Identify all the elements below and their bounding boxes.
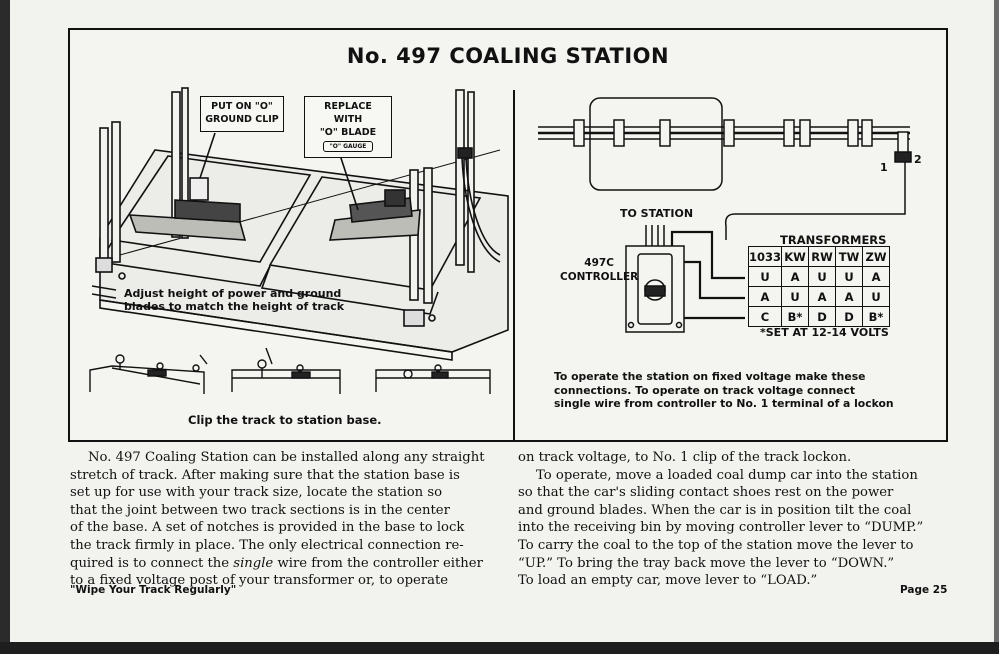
col-tw: TW [835,246,864,267]
gauge-tag: "O" GAUGE [322,141,374,152]
col-rw: RW [808,246,837,267]
adjust-height-note: Adjust height of power and ground blades… [124,287,344,313]
page-number: Page 25 [900,584,948,596]
blade-callout-line2: "O" BLADE [319,127,377,138]
footer-slogan: "Wipe Your Track Regularly" [70,584,237,596]
blade-callout-line1: REPLACE WITH [324,101,372,125]
instructions-line2: connections. To operate on track voltage… [554,383,856,397]
to-station-label: TO STATION [620,207,694,220]
col-zw: ZW [862,246,891,267]
body-span: quired is to connect the [70,555,230,571]
instructions-line1: To operate the station on fixed voltage … [554,370,866,383]
body-span: wire from the controller either [277,555,483,571]
body-line: stretch of track. After making sure that… [70,467,460,483]
transformers-table: 1033 KW RW TW ZW U A U U A A U A A U C B… [747,246,891,327]
body-line: into the receiving bin by moving control… [518,520,924,536]
table-cell: A [808,286,837,307]
body-line: the track firmly in place. The only elec… [70,537,464,553]
body-line: that the joint between two track section… [70,502,450,518]
instructions-line3: single wire from controller to No. 1 ter… [554,397,894,410]
table-cell: A [835,286,864,307]
page-edge-bottom [0,642,999,654]
adjust-note-line2: blades to match the height of track [124,300,345,313]
table-cell: U [835,266,864,287]
voltage-footnote: *SET AT 12-14 VOLTS [760,326,889,339]
table-row: A U A A U [747,286,891,307]
page-title: No. 497 COALING STATION [346,44,670,68]
table-cell: B* [862,306,891,327]
table-cell: A [747,286,783,307]
controller-model: 497C [584,257,614,269]
lockon-terminal-2: 2 [914,153,922,166]
body-line: to a fixed voltage post of your transfor… [70,573,449,589]
body-line: To operate, move a loaded coal dump car … [536,467,918,483]
blade-callout: REPLACE WITH "O" BLADE "O" GAUGE [304,96,392,158]
adjust-note-line1: Adjust height of power and ground [124,287,342,300]
ground-clip-callout-line2: GROUND CLIP [205,114,279,125]
panel-divider [513,90,515,442]
controller-label: 497C CONTROLLER [560,256,638,284]
controller-word: CONTROLLER [560,271,639,283]
body-line: quired is to connect the single wire fro… [70,555,500,573]
body-line: so that the car's sliding contact shoes … [518,485,894,501]
table-row: C B* D D B* [747,306,891,327]
body-line: and ground blades. When the car is in po… [518,502,912,518]
transformers-header-row: 1033 KW RW TW ZW [747,246,891,267]
table-cell: U [862,286,891,307]
body-line: To load an empty car, move lever to “LOA… [518,573,818,589]
page-edge-right [994,0,999,654]
col-1033: 1033 [747,246,783,267]
body-column-left: No. 497 Coaling Station can be installed… [70,449,500,590]
table-cell: U [808,266,837,287]
col-kw: KW [781,246,810,267]
page-edge-left [0,0,10,654]
lockon-terminal-1: 1 [880,161,888,174]
table-cell: C [747,306,783,327]
table-cell: A [862,266,891,287]
ground-clip-callout: PUT ON "O" GROUND CLIP [200,96,284,132]
table-row: U A U U A [747,266,891,287]
body-line: To carry the coal to the top of the stat… [518,537,914,553]
clip-caption: Clip the track to station base. [188,413,382,427]
body-line: “UP.” To bring the tray back move the le… [518,555,895,571]
body-line: of the base. A set of notches is provide… [70,520,465,536]
wiring-instructions: To operate the station on fixed voltage … [554,370,894,411]
table-cell: B* [781,306,810,327]
transformers-heading: TRANSFORMERS [780,233,887,247]
table-cell: D [808,306,837,327]
ground-clip-callout-line1: PUT ON "O" [211,101,273,112]
table-cell: A [781,266,810,287]
table-cell: D [835,306,864,327]
body-line: on track voltage, to No. 1 clip of the t… [518,450,852,465]
body-emphasis: single [233,555,274,571]
body-column-right: on track voltage, to No. 1 clip of the t… [518,449,948,590]
table-cell: U [747,266,783,287]
body-line: No. 497 Coaling Station can be installed… [88,450,485,465]
body-line: set up for use with your track size, loc… [70,485,443,501]
table-cell: U [781,286,810,307]
